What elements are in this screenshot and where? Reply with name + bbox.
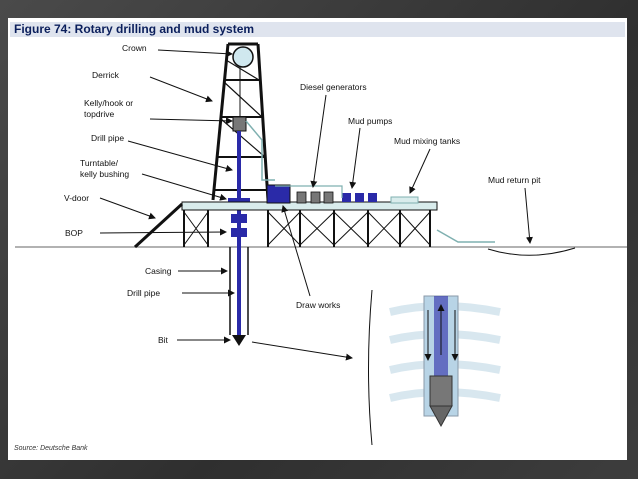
mud-hose	[245, 120, 275, 181]
label-turntable-line2: kelly bushing	[80, 169, 129, 179]
draw-works-unit	[266, 184, 291, 204]
mud-mixing-tank	[390, 196, 419, 204]
label-crown: Crown	[122, 43, 147, 53]
source-note: Source: Deutsche Bank	[14, 445, 88, 452]
label-mud-mixing-tanks: Mud mixing tanks	[394, 136, 460, 146]
derrick-tower	[211, 42, 270, 201]
label-derrick: Derrick	[92, 70, 120, 80]
substructure-legs	[183, 210, 431, 247]
figure-title-bar: Figure 74: Rotary drilling and mud syste…	[10, 22, 625, 37]
label-casing: Casing	[145, 266, 172, 276]
crown-block	[232, 46, 254, 68]
mud-line-deck	[275, 185, 343, 198]
slide: Figure 74: Rotary drilling and mud syste…	[8, 18, 627, 460]
bop-upper	[231, 214, 247, 223]
label-diesel-generators: Diesel generators	[300, 82, 367, 92]
kelly-block	[232, 116, 247, 132]
mud-return-pit	[487, 247, 576, 256]
diesel-generator-units	[296, 191, 334, 204]
label-drill-pipe-bottom: Drill pipe	[127, 288, 160, 298]
label-mud-return-pit: Mud return pit	[488, 175, 541, 185]
mud-pump-units	[342, 193, 377, 202]
label-kelly-line1: Kelly/hook or	[84, 98, 133, 108]
label-bop: BOP	[65, 228, 83, 238]
inset-pointer	[251, 341, 353, 361]
label-turntable-line1: Turntable/	[80, 158, 119, 168]
drill-bit	[232, 335, 246, 346]
leader-lines	[99, 49, 533, 344]
label-bit: Bit	[158, 335, 169, 345]
label-kelly-line2: topdrive	[84, 109, 115, 119]
figure-title: Figure 74: Rotary drilling and mud syste…	[14, 22, 255, 36]
substructure-bracing	[183, 211, 431, 246]
mud-return-line	[436, 229, 495, 243]
bop-lower	[231, 228, 247, 237]
label-mud-pumps: Mud pumps	[348, 116, 392, 126]
inset-bracket	[368, 289, 373, 446]
v-door-ramp	[133, 202, 184, 249]
label-drill-pipe-top: Drill pipe	[91, 133, 124, 143]
label-vdoor: V-door	[64, 193, 89, 203]
bit-detail-inset	[389, 295, 501, 428]
turntable	[228, 198, 250, 204]
label-draw-works: Draw works	[296, 300, 340, 310]
